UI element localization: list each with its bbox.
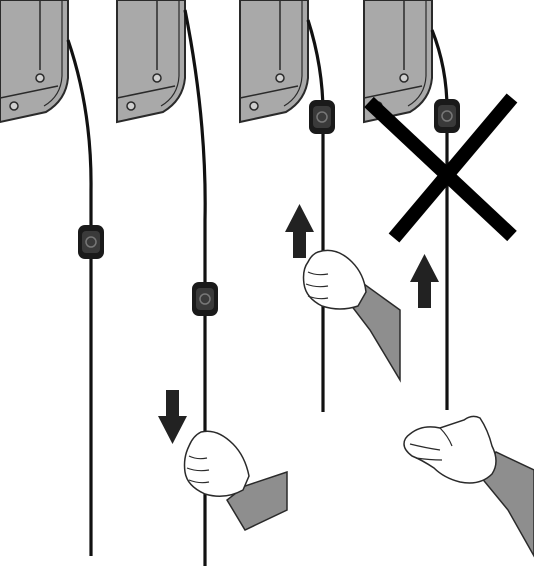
hose-stopper-icon — [434, 99, 460, 133]
hose — [306, 19, 325, 412]
hose-reel-icon — [0, 0, 69, 124]
arrow-down-icon — [158, 390, 187, 444]
hose — [430, 29, 449, 410]
hand-icon — [183, 430, 288, 531]
panel-2 — [116, 0, 288, 566]
panel-4 — [363, 0, 534, 558]
hand-icon — [302, 249, 401, 383]
panel-3 — [239, 0, 401, 412]
hose-stopper-icon — [192, 282, 218, 316]
hose-reel-icon — [239, 0, 309, 124]
hose — [66, 39, 93, 556]
panel-1 — [0, 0, 104, 556]
prohibited-cross-icon — [364, 93, 518, 243]
arrow-up-icon — [410, 254, 439, 308]
hose-reel-icon — [116, 0, 186, 124]
hose-reel-icon — [363, 0, 433, 124]
hand-icon — [403, 415, 534, 558]
hose-stopper-icon — [78, 225, 104, 259]
hose — [183, 9, 207, 566]
arrow-up-icon — [285, 204, 314, 258]
hose-stopper-icon — [309, 100, 335, 134]
